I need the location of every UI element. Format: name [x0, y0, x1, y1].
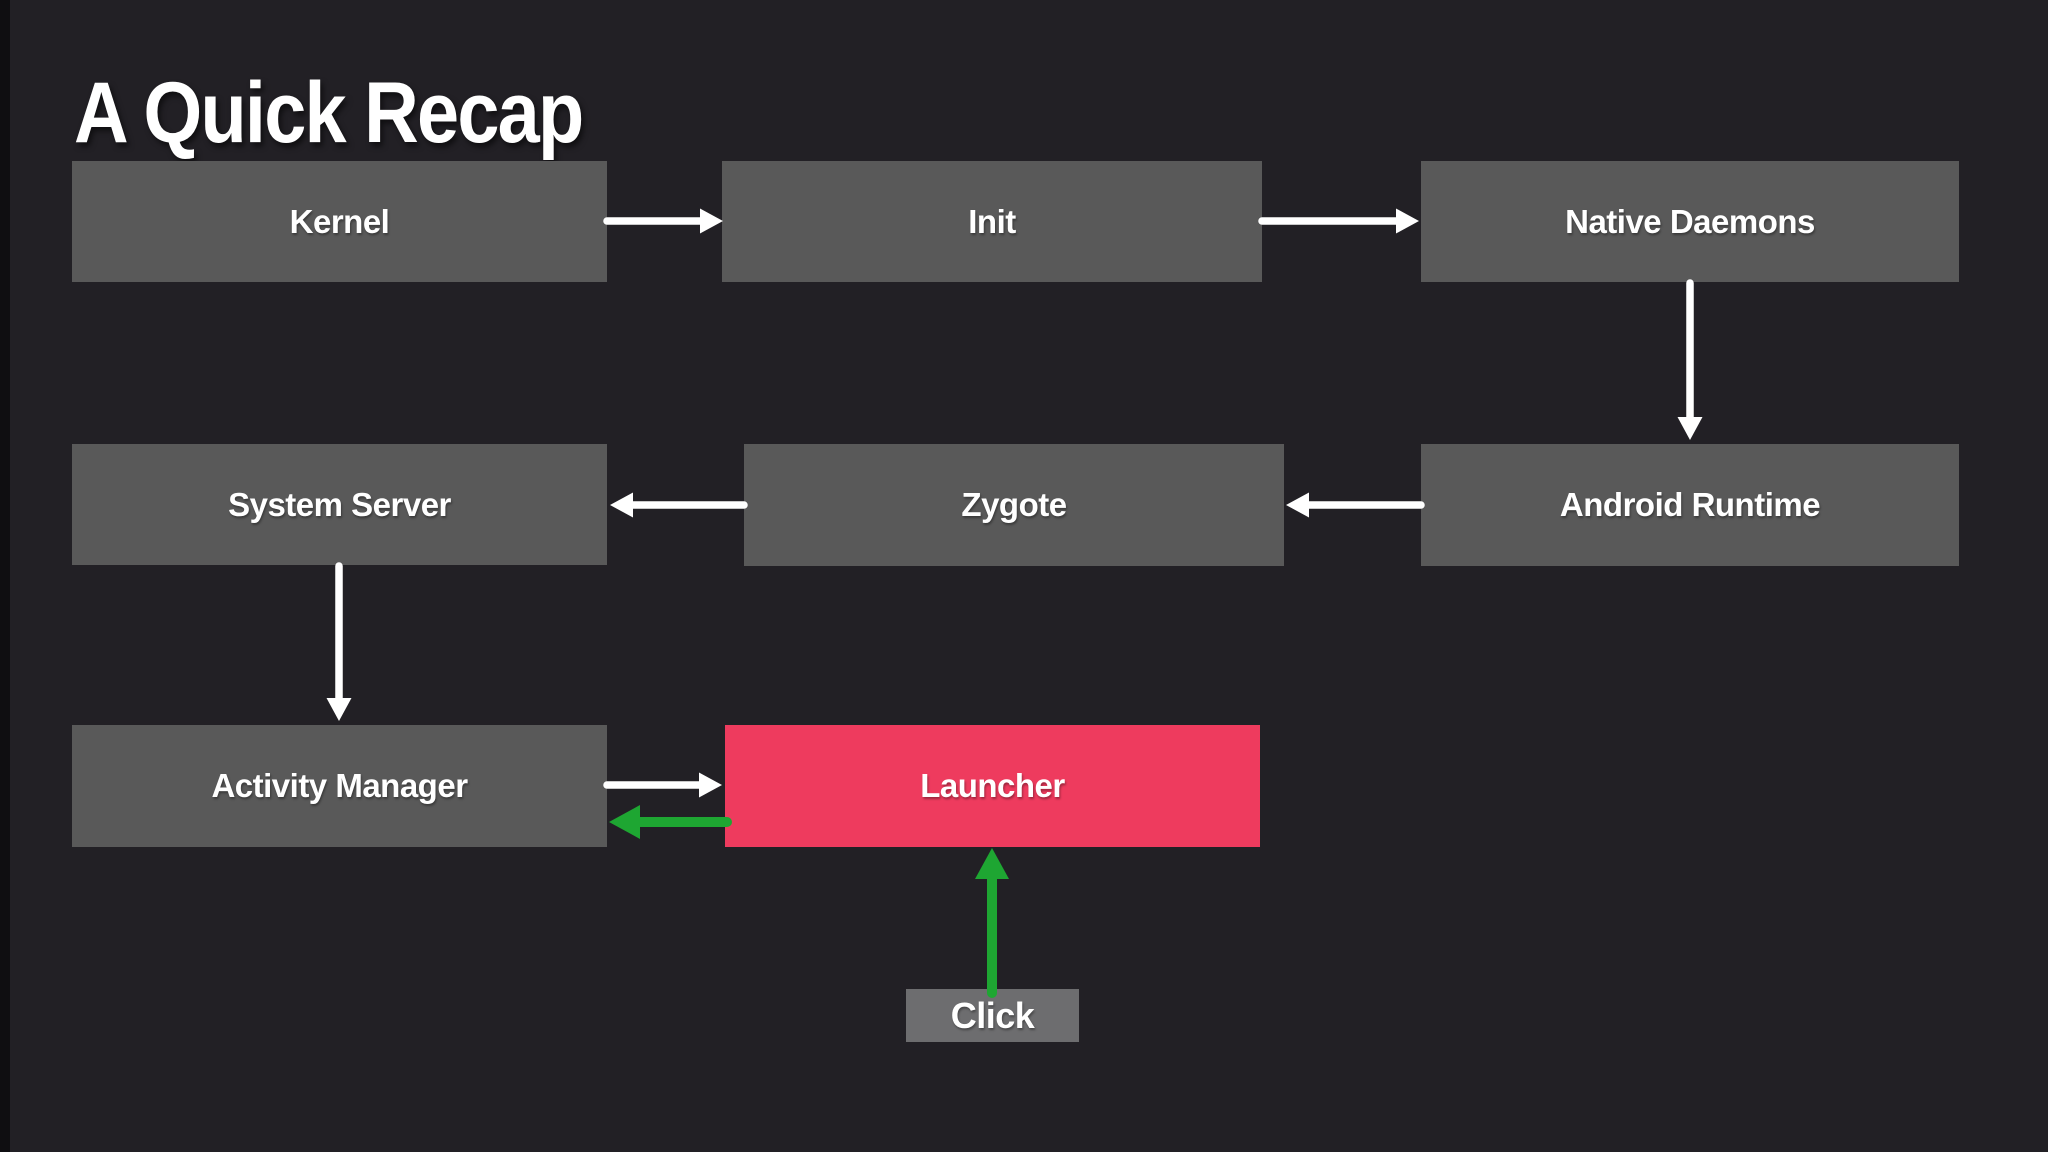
node-kernel-label: Kernel	[289, 202, 390, 240]
node-zygote: Zygote	[744, 444, 1284, 566]
node-system-server-label: System Server	[228, 485, 451, 523]
arrow-head	[609, 805, 640, 839]
node-activity-manager-label: Activity Manager	[211, 767, 468, 804]
node-kernel: Kernel	[72, 161, 607, 282]
arrow-head	[326, 698, 352, 721]
screen-edge-strip	[0, 0, 10, 1152]
node-native-daemons: Native Daemons	[1421, 161, 1959, 282]
arrow-zygote-to-system-server	[610, 492, 748, 518]
node-init: Init	[722, 161, 1262, 282]
node-activity-manager: Activity Manager	[72, 725, 607, 847]
node-click-label: Click	[950, 994, 1035, 1036]
arrow-head	[1677, 417, 1703, 440]
arrow-system-server-to-activity-manager	[326, 562, 352, 721]
arrow-init-to-native-daemons	[1258, 208, 1419, 234]
node-native-daemons-label: Native Daemons	[1565, 202, 1815, 240]
arrow-native-daemons-to-android-runtime	[1677, 279, 1703, 440]
arrow-head	[699, 772, 722, 798]
arrow-kernel-to-init	[603, 208, 723, 234]
node-zygote-label: Zygote	[961, 486, 1067, 523]
node-android-runtime: Android Runtime	[1421, 444, 1959, 566]
arrow-head	[700, 208, 723, 234]
node-system-server: System Server	[72, 444, 607, 565]
arrow-head	[610, 492, 633, 518]
arrow-click-to-launcher-green	[975, 848, 1009, 998]
arrow-android-runtime-to-zygote	[1286, 492, 1425, 518]
arrow-head	[1396, 208, 1419, 234]
arrow-launcher-to-activity-manager-green	[609, 805, 732, 839]
arrow-head	[975, 848, 1009, 879]
arrow-activity-manager-to-launcher	[603, 772, 722, 798]
node-launcher-highlighted: Launcher	[725, 725, 1260, 847]
node-click: Click	[906, 989, 1079, 1042]
arrow-head	[1286, 492, 1309, 518]
node-launcher-label: Launcher	[920, 767, 1065, 804]
node-android-runtime-label: Android Runtime	[1559, 486, 1821, 523]
node-init-label: Init	[968, 202, 1016, 240]
page-title: A Quick Recap	[74, 65, 584, 162]
